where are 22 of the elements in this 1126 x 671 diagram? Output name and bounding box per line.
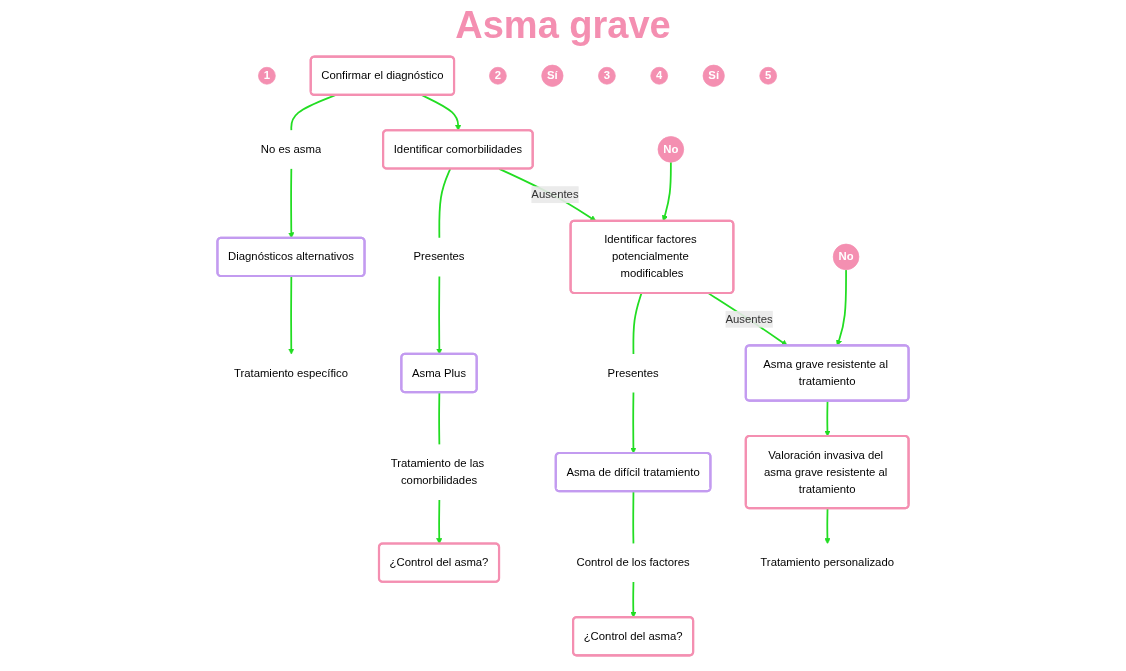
node-circle: 2 <box>489 66 507 85</box>
node-circle: 4 <box>650 66 668 85</box>
node-text: Control de los factores <box>576 556 690 569</box>
node-text: Tratamiento personalizado <box>760 556 894 569</box>
edge-label: Ausentes <box>725 312 773 325</box>
node-circle: Sí <box>541 64 564 87</box>
node-circle: No <box>832 243 860 271</box>
arrow <box>836 268 847 346</box>
node-circle: 5 <box>759 66 777 85</box>
node-text: Presentes <box>607 366 659 379</box>
node-text: Presentes <box>413 250 465 263</box>
arrow <box>630 581 637 618</box>
node-circle: 3 <box>598 66 616 85</box>
diagram-title: Asma grave <box>454 4 672 47</box>
arrow <box>421 94 462 131</box>
node-text: Tratamiento de las comorbilidades <box>390 457 485 487</box>
node-circle: 1 <box>258 66 276 85</box>
node-circle: No <box>657 136 685 163</box>
node-circle: Sí <box>702 64 725 87</box>
node-text: Tratamiento específico <box>233 366 349 379</box>
node-text: No es asma <box>260 143 322 156</box>
edge-label: Ausentes <box>531 188 579 201</box>
